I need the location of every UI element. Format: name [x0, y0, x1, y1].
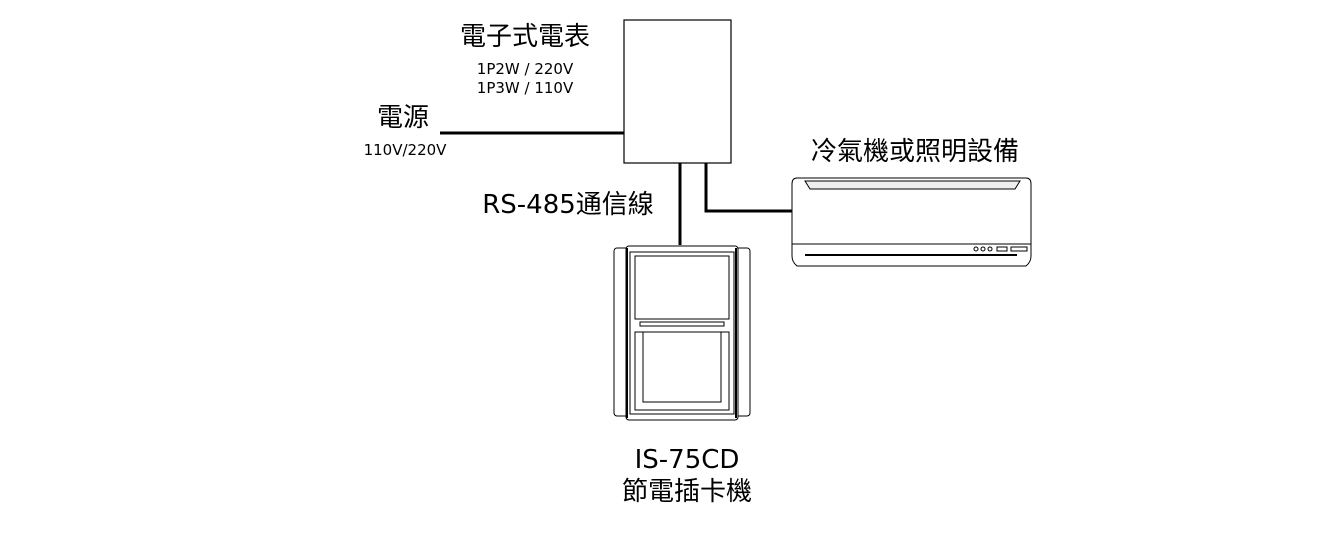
wires	[440, 131, 792, 245]
power-title: 電源	[376, 103, 430, 133]
air-conditioner-icon	[791, 177, 1032, 267]
card-unit-name: 節電插卡機	[621, 477, 753, 507]
power-spec: 110V/220V	[363, 141, 447, 159]
rs485-label: RS-485通信線	[482, 190, 654, 220]
card-unit-model: IS-75CD	[634, 445, 740, 475]
meter-spec-1p3w: 1P3W / 110V	[476, 79, 574, 97]
meter-title: 電子式電表	[459, 22, 591, 52]
meter-spec-1p2w: 1P2W / 220V	[476, 60, 574, 78]
appliance-title: 冷氣機或照明設備	[810, 137, 1020, 167]
appliance-wire	[704, 163, 792, 213]
card-unit-icon	[613, 245, 751, 421]
electric-meter-box	[623, 19, 732, 164]
